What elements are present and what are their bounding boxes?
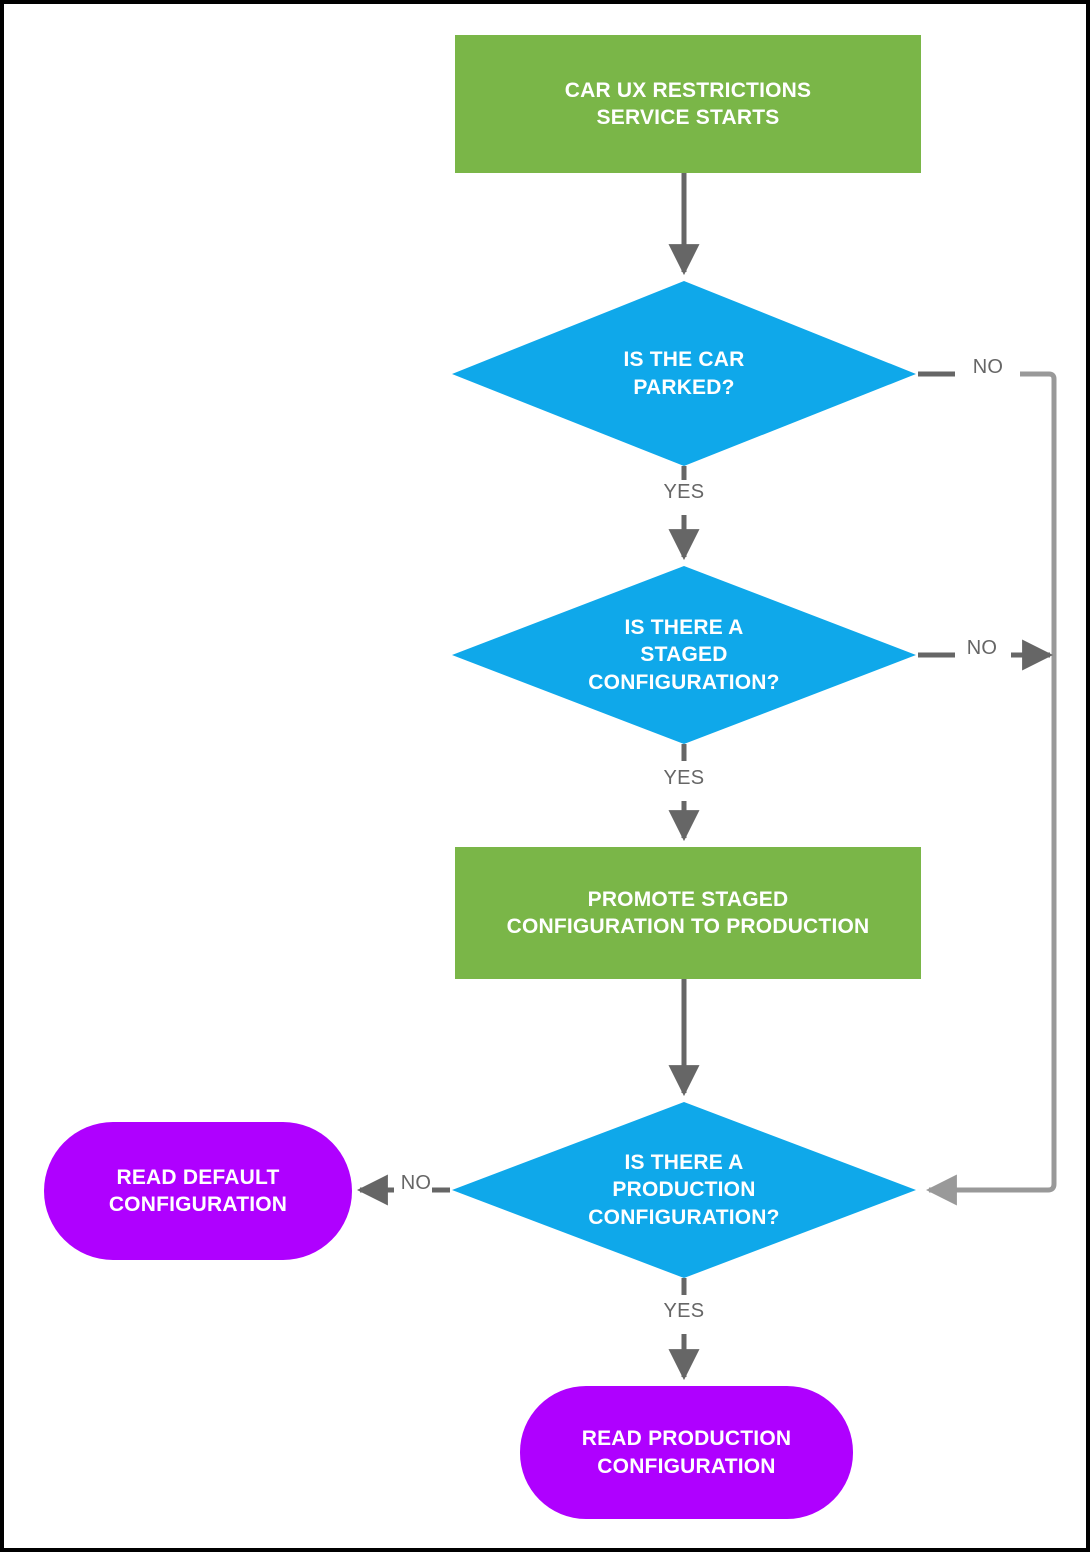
edge-parked-no-route: [925, 371, 1057, 1206]
node-read-default-shape[interactable]: [44, 1122, 352, 1260]
flowchart-canvas: CAR UX RESTRICTIONS SERVICE STARTS IS TH…: [4, 4, 1086, 1548]
flowchart-svg: [44, 35, 1057, 1519]
node-promote-staged-shape[interactable]: [455, 847, 921, 979]
node-car-parked-shape[interactable]: [452, 281, 916, 466]
node-read-production-shape[interactable]: [520, 1386, 853, 1519]
node-production-config-shape[interactable]: [452, 1102, 916, 1278]
node-staged-config-shape[interactable]: [452, 566, 916, 744]
node-start-shape[interactable]: [455, 35, 921, 173]
